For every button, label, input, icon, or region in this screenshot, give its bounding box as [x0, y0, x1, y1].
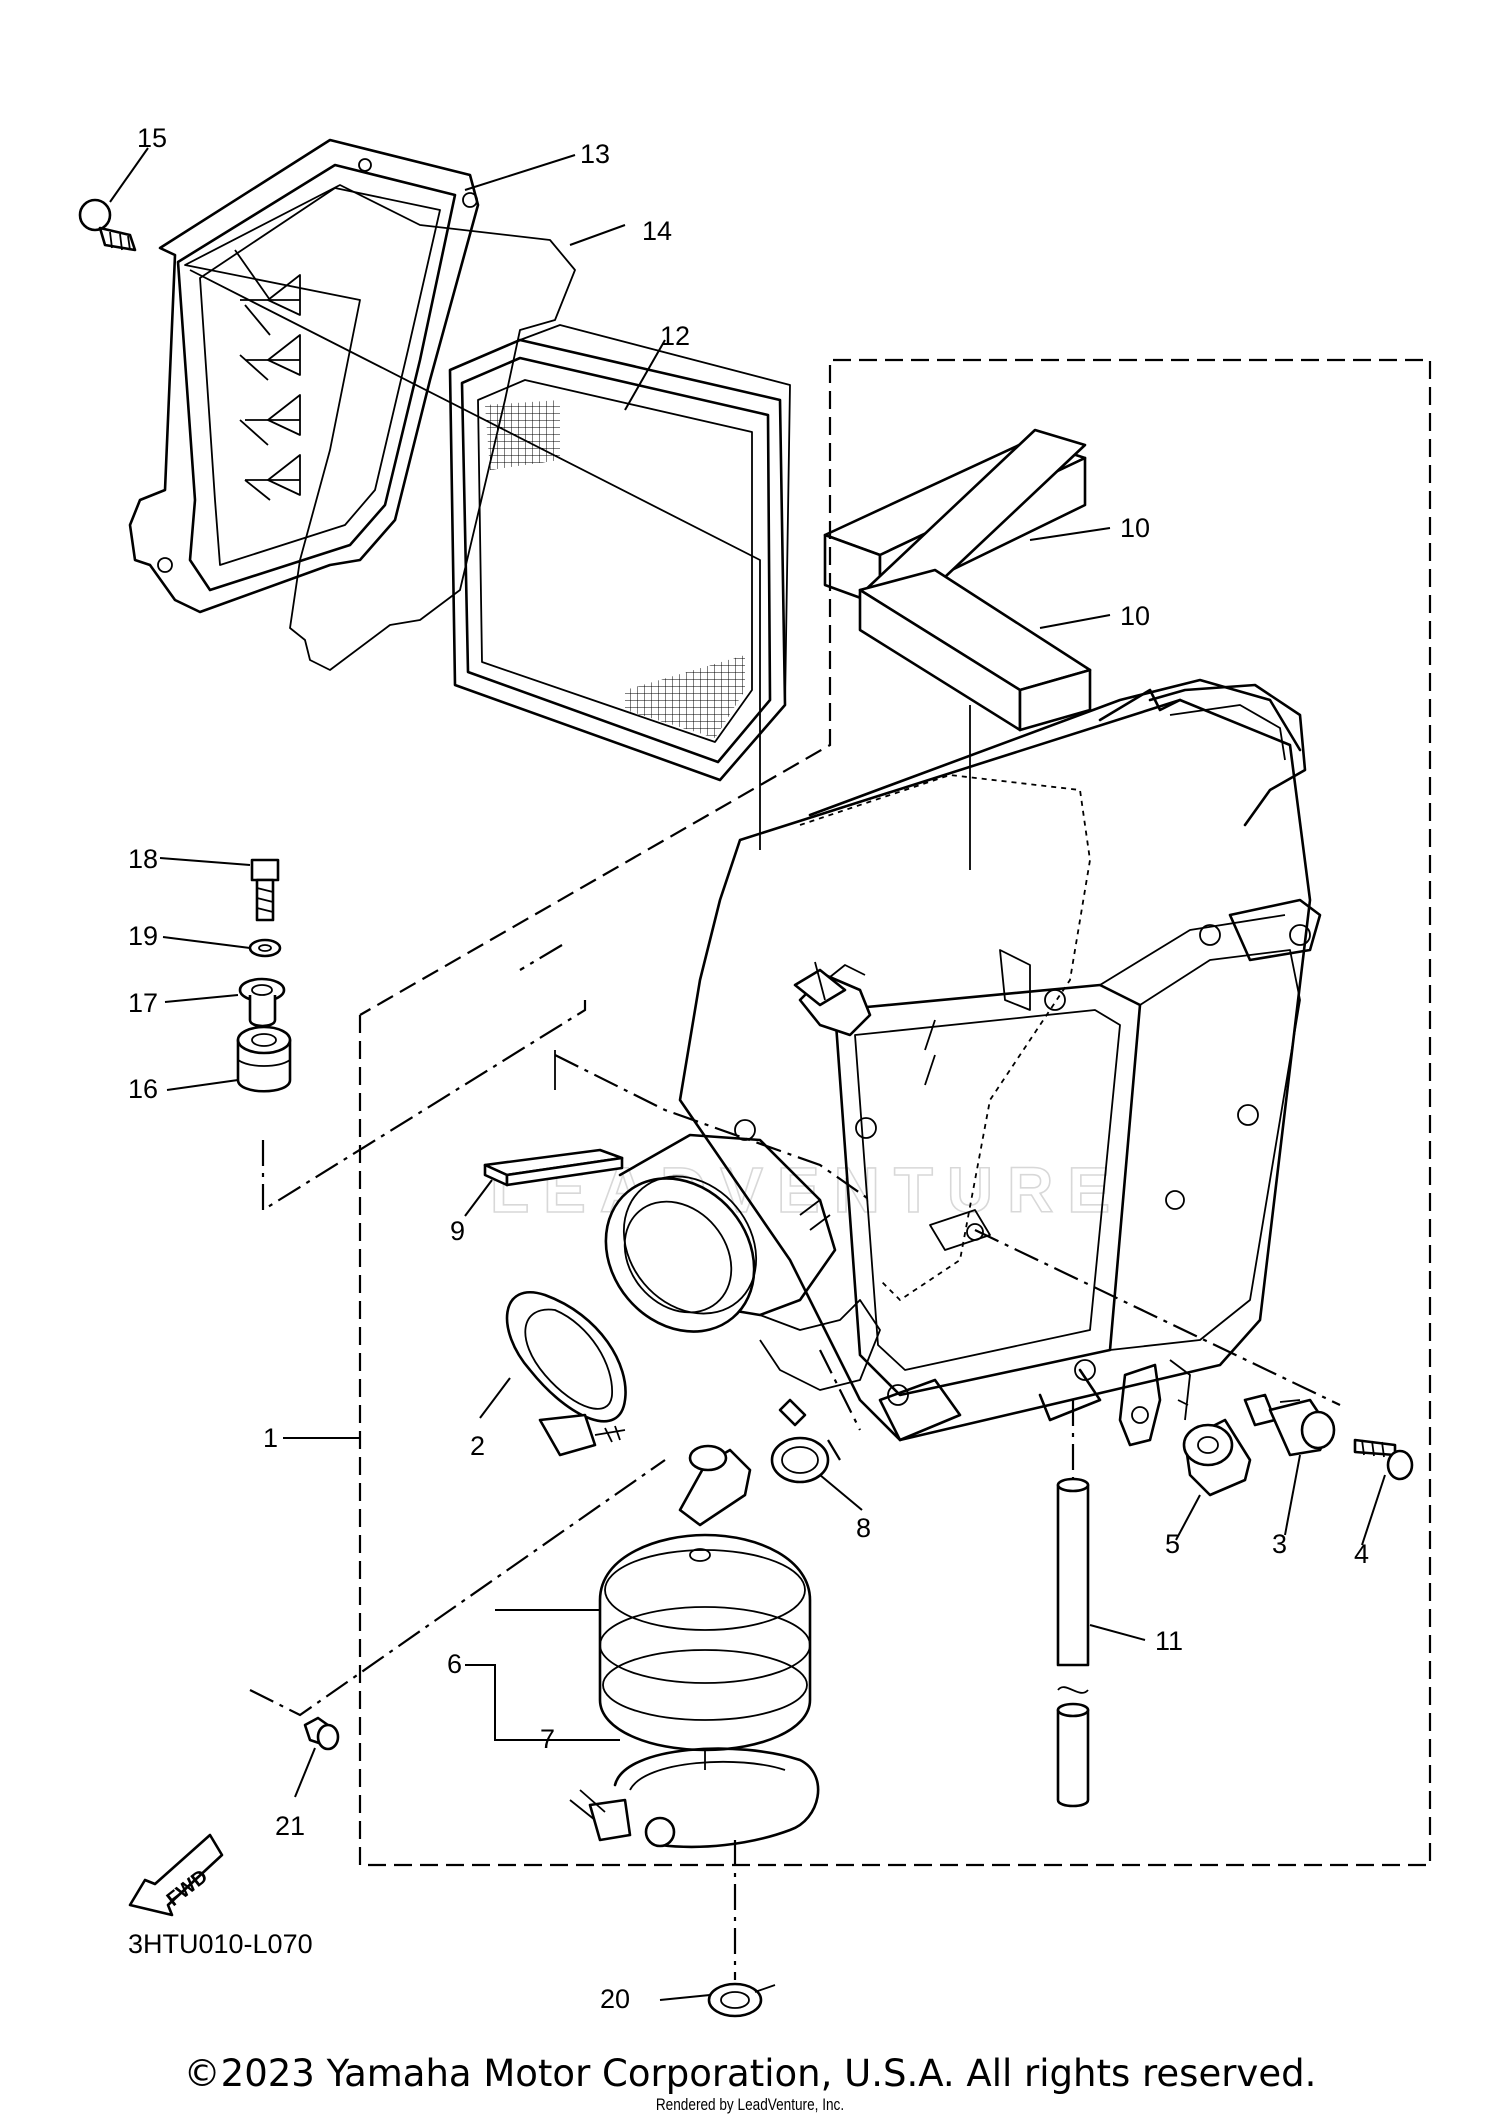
callout-14: 14	[642, 216, 672, 246]
callout-10a: 10	[1120, 513, 1150, 543]
callout-8: 8	[856, 1513, 871, 1543]
callout-2: 2	[470, 1431, 485, 1461]
screw-15	[78, 198, 137, 252]
washer-19	[248, 938, 282, 958]
foam-pad-lower	[858, 568, 1092, 732]
callout-9: 9	[450, 1216, 465, 1246]
copyright-notice: ©2023 Yamaha Motor Corporation, U.S.A. A…	[183, 2052, 1317, 2095]
routing-lines	[189, 269, 1341, 1980]
callout-4: 4	[1354, 1539, 1369, 1569]
callout-19: 19	[128, 921, 158, 951]
rubber-strip	[483, 1148, 624, 1187]
callout-15: 15	[137, 123, 167, 153]
air-box-body	[678, 678, 1322, 1447]
callout-17: 17	[128, 988, 158, 1018]
callout-5: 5	[1165, 1529, 1180, 1559]
bolt-18	[250, 858, 280, 922]
callout-1: 1	[263, 1423, 278, 1453]
callout-numbers: 1 2 3 4 5 6 7 8 9 10 10 11 12 13 14 15 1…	[128, 123, 1369, 2014]
callout-3: 3	[1272, 1529, 1287, 1559]
leader-lines	[109, 147, 1386, 2001]
plug-21	[303, 1716, 340, 1751]
callout-16: 16	[128, 1074, 158, 1104]
gasket	[184, 184, 576, 671]
air-filter-element	[448, 324, 791, 782]
callout-6: 6	[447, 1649, 462, 1679]
callout-11: 11	[1155, 1626, 1183, 1656]
callout-12: 12	[660, 321, 690, 351]
bottom-clamp	[569, 1747, 820, 1849]
fwd-arrow-icon: FWD	[128, 1833, 224, 1917]
vent-hose	[1056, 1477, 1090, 1808]
rendered-by-notice: Rendered by LeadVenture, Inc.	[655, 2095, 845, 2114]
callout-7: 7	[540, 1724, 555, 1754]
callout-10b: 10	[1120, 601, 1150, 631]
hose-clamp	[505, 1291, 627, 1457]
callout-18: 18	[128, 844, 158, 874]
clamp-20	[707, 1982, 776, 2018]
air-box-cover	[128, 138, 480, 614]
callout-20: 20	[600, 1984, 630, 2014]
part-code: 3HTU010-L070	[128, 1929, 313, 1959]
screw-4	[1353, 1438, 1414, 1481]
callout-21: 21	[275, 1811, 305, 1841]
collar-17	[238, 977, 286, 1028]
assembly-boundary	[358, 358, 1432, 1867]
sensor-fitting	[1243, 1393, 1336, 1457]
damper-16	[236, 1025, 292, 1093]
small-clamp	[770, 1398, 830, 1484]
intake-joint	[604, 1119, 881, 1391]
grommet-5	[1182, 1418, 1252, 1497]
callout-13: 13	[580, 139, 610, 169]
drain-case	[598, 1444, 812, 1770]
